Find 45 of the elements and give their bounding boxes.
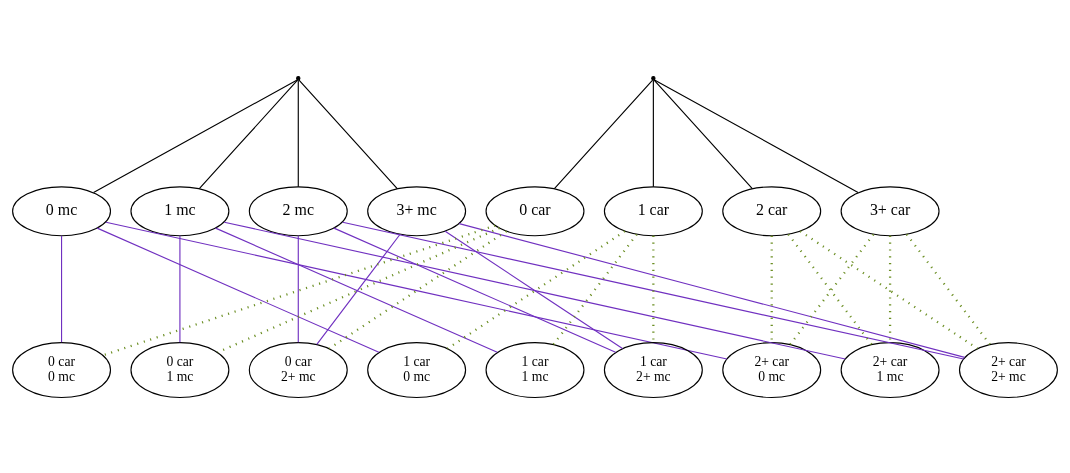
- node-ellipse: 2+ car 1 mc: [840, 341, 940, 398]
- connector: [297, 79, 299, 187]
- connector: [770, 235, 773, 342]
- node-ellipse: 1 car 1 mc: [485, 341, 585, 398]
- node-ellipse: 1 car 2+ mc: [603, 341, 703, 398]
- node-ellipse: 1 mc: [130, 185, 230, 236]
- connector: [905, 233, 991, 345]
- connector: [298, 79, 398, 189]
- connector: [61, 234, 63, 343]
- node-point: [296, 75, 301, 80]
- connector: [297, 234, 299, 343]
- connector: [652, 235, 655, 342]
- connector: [179, 234, 181, 343]
- connector: [333, 227, 617, 353]
- connector: [93, 78, 299, 193]
- connector: [552, 233, 638, 345]
- connector: [888, 235, 892, 342]
- node-point: [651, 75, 656, 80]
- connector: [96, 227, 380, 353]
- node-ellipse: 0 mc: [12, 185, 112, 236]
- node-ellipse: 2 mc: [248, 185, 348, 236]
- node-ellipse: 3+ mc: [367, 185, 467, 236]
- connector: [653, 78, 859, 193]
- node-ellipse: 2 car: [722, 185, 822, 236]
- connector: [652, 79, 654, 187]
- connector: [102, 224, 496, 356]
- node-ellipse: 0 car 1 mc: [130, 341, 230, 398]
- connector: [223, 221, 846, 360]
- connector: [316, 233, 401, 345]
- connector: [653, 79, 753, 189]
- connector: [553, 79, 654, 189]
- node-ellipse: 0 car: [485, 185, 585, 236]
- connector: [799, 229, 979, 349]
- connector: [105, 221, 728, 360]
- connector: [342, 221, 965, 360]
- node-ellipse: 3+ car: [840, 185, 940, 236]
- connector: [198, 79, 299, 189]
- node-ellipse: 0 car 2+ mc: [248, 341, 348, 398]
- connector: [458, 222, 966, 358]
- node-ellipse: 1 car: [603, 185, 703, 236]
- connector: [328, 229, 508, 349]
- node-ellipse: 0 car 0 mc: [12, 341, 112, 398]
- node-ellipse: 1 car 0 mc: [367, 341, 467, 398]
- node-ellipse: 2+ car 2+ mc: [958, 341, 1058, 398]
- node-ellipse: 2+ car 0 mc: [722, 341, 822, 398]
